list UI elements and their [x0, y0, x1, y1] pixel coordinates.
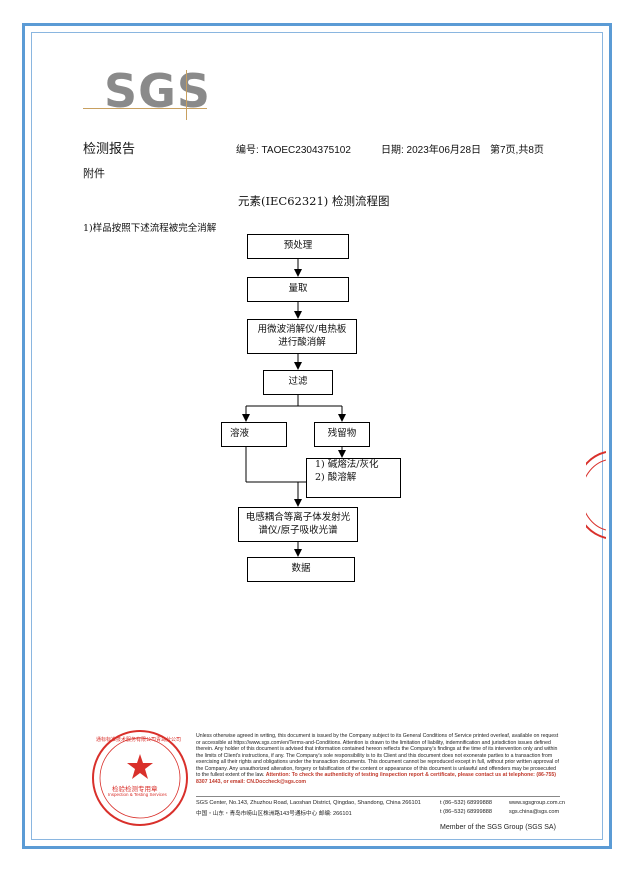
box-icp-aas-line2: 谱仪/原子吸收光谱 — [258, 524, 338, 536]
box-alkali-fusion-line2: 2) 酸溶解 — [315, 471, 357, 483]
logo-rule-vertical — [186, 70, 187, 120]
box-icp-aas-line1: 电感耦合等离子体发射光 — [245, 511, 351, 523]
page-border-outer — [22, 23, 612, 849]
box-residue: 残留物 — [314, 422, 370, 447]
box-acid-digestion-line2: 进行酸消解 — [278, 336, 326, 348]
page-border-inner — [31, 32, 603, 840]
stamp-ring-text: 通标标准技术服务有限公司青岛分公司 — [96, 737, 182, 743]
box-acid-digestion: 用微波消解仪/电热板 进行酸消解 — [247, 319, 357, 354]
box-alkali-fusion: 1) 碱熔法/灰化 2) 酸溶解 — [306, 458, 401, 498]
flowchart-step-note: 1)样品按照下述流程被完全消解 — [83, 223, 217, 234]
box-pretreatment-label: 预处理 — [283, 240, 313, 252]
group-membership: Member of the SGS Group (SGS SA) — [440, 824, 556, 831]
edge-seal-fragment — [586, 451, 606, 539]
annex-label: 附件 — [83, 167, 105, 180]
logo-rule-horizontal — [83, 108, 207, 109]
disclaimer-text: Unless otherwise agreed in writing, this… — [196, 733, 559, 778]
flowchart-title: 元素(IEC62321) 检测流程图 — [238, 194, 390, 208]
box-solution: 溶液 — [221, 422, 287, 447]
box-solution-label: 溶液 — [230, 428, 250, 440]
report-title: 检测报告 — [83, 142, 136, 157]
box-pretreatment: 预处理 — [247, 234, 349, 259]
address-english: SGS Center, No.143, Zhuzhou Road, Laosha… — [196, 800, 421, 806]
box-acid-digestion-line1: 用微波消解仪/电热板 — [257, 323, 347, 335]
authenticity-attention: Attention: To check the authenticity of … — [196, 772, 556, 785]
box-data: 数据 — [247, 557, 355, 582]
box-residue-label: 残留物 — [327, 428, 357, 440]
footer-divider — [196, 796, 560, 797]
box-filter-label: 过滤 — [288, 376, 308, 388]
box-alkali-fusion-line1: 1) 碱熔法/灰化 — [315, 459, 379, 470]
box-measure: 量取 — [247, 277, 349, 302]
sgs-logo: SGS — [104, 64, 212, 118]
box-icp-aas: 电感耦合等离子体发射光 谱仪/原子吸收光谱 — [238, 507, 358, 542]
stamp-center-en: Inspection & Testing Services — [108, 792, 167, 797]
report-number: 编号: TAOEC2304375102 — [236, 145, 351, 156]
website-link[interactable]: www.sgsgroup.com.cn — [509, 800, 565, 806]
email-link[interactable]: sgs.china@sgs.com — [509, 809, 560, 815]
address-chinese: 中国・山东・青岛市崂山区株洲路143号通标中心 邮编: 266101 — [196, 811, 352, 817]
stamp-star-icon — [127, 754, 153, 779]
inspection-stamp — [92, 730, 188, 826]
box-measure-label: 量取 — [288, 283, 308, 295]
telephone-1: t (86–532) 68999888 — [440, 800, 492, 806]
box-filter: 过滤 — [263, 370, 333, 395]
page-number: 第7页,共8页 — [490, 145, 544, 156]
box-data-label: 数据 — [291, 563, 311, 575]
stamp-center-cn: 检验检测专用章 — [112, 785, 158, 793]
report-date: 日期: 2023年06月28日 — [381, 145, 482, 156]
legal-disclaimer: Unless otherwise agreed in writing, this… — [196, 733, 560, 785]
telephone-2: t (86–532) 68999888 — [440, 809, 492, 815]
